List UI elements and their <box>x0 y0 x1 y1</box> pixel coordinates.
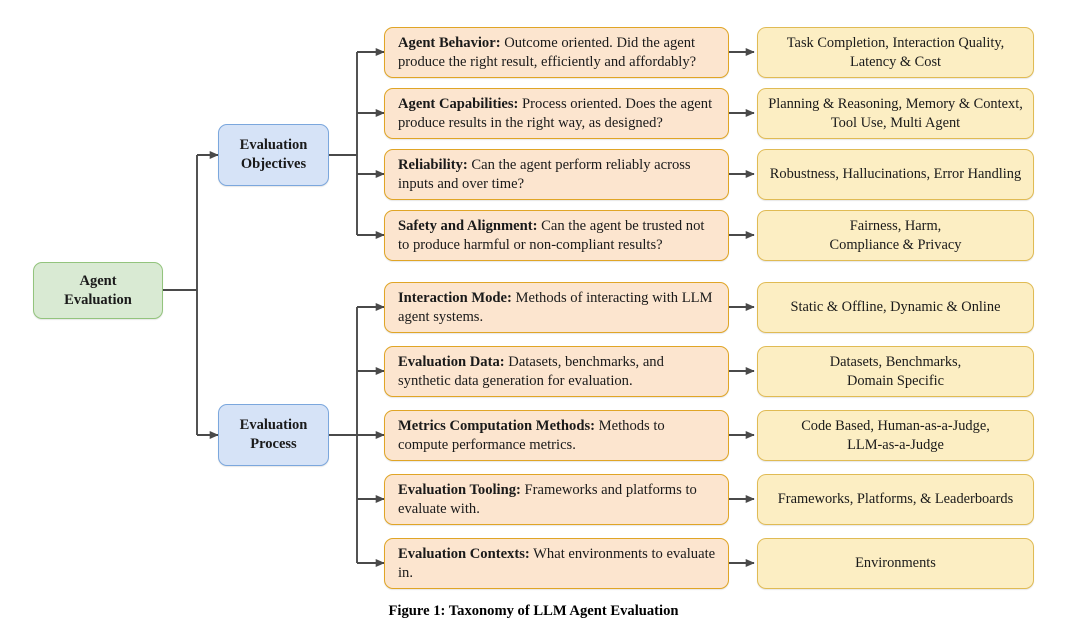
node-label-line2: Evaluation <box>64 291 132 308</box>
node-dimension-agent-capabilities[interactable]: Agent Capabilities: Process oriented. Do… <box>384 88 729 139</box>
dimension-lead: Interaction Mode: <box>398 289 512 306</box>
dimension-body: Methods to compute performance metrics. <box>398 417 665 453</box>
dimension-lead: Evaluation Contexts: <box>398 545 530 562</box>
subtopics-line1: Robustness, Hallucinations, Error Handli… <box>769 166 1022 183</box>
node-dimension-safety-and-alignment[interactable]: Safety and Alignment: Can the agent be t… <box>384 210 729 261</box>
dimension-body: Frameworks and platforms to evaluate wit… <box>398 481 697 517</box>
node-evaluation-objectives[interactable]: Evaluation Objectives <box>218 124 329 186</box>
node-subtopics-agent-capabilities[interactable]: Planning & Reasoning, Memory & Context, … <box>757 88 1034 139</box>
node-dimension-evaluation-tooling[interactable]: Evaluation Tooling: Frameworks and platf… <box>384 474 729 525</box>
subtopics-line2: Tool Use, Multi Agent <box>830 114 961 131</box>
subtopics-line1: Code Based, Human-as-a-Judge, <box>801 418 990 435</box>
node-label-line1: Evaluation <box>239 417 308 434</box>
dimension-text: Interaction Mode: Methods of interacting… <box>398 289 718 326</box>
subtopics-text: Planning & Reasoning, Memory & Context, … <box>767 95 1024 132</box>
dimension-lead: Metrics Computation Methods: <box>398 417 595 434</box>
node-subtopics-interaction-mode[interactable]: Static & Offline, Dynamic & Online <box>757 282 1034 333</box>
dimension-lead: Agent Capabilities: <box>398 95 519 112</box>
node-dimension-metrics-computation-methods[interactable]: Metrics Computation Methods: Methods to … <box>384 410 729 461</box>
subtopics-text: Static & Offline, Dynamic & Online <box>767 298 1024 316</box>
dimension-text: Safety and Alignment: Can the agent be t… <box>398 217 718 254</box>
subtopics-line2: Domain Specific <box>846 372 945 389</box>
node-label: Agent Evaluation <box>64 272 132 309</box>
node-label: Evaluation Objectives <box>240 136 308 173</box>
subtopics-line2: LLM-as-a-Judge <box>847 436 944 453</box>
node-dimension-agent-behavior[interactable]: Agent Behavior: Outcome oriented. Did th… <box>384 27 729 78</box>
dimension-text: Evaluation Tooling: Frameworks and platf… <box>398 481 718 518</box>
subtopics-text: Task Completion, Interaction Quality, La… <box>767 34 1024 71</box>
node-evaluation-process[interactable]: Evaluation Process <box>218 404 329 466</box>
node-label-line2: Process <box>250 436 297 452</box>
dimension-body: What environments to evaluate in. <box>398 545 716 581</box>
figure-caption: Figure 1: Taxonomy of LLM Agent Evaluati… <box>388 603 679 619</box>
subtopics-line1: Environments <box>855 555 936 572</box>
node-label: Evaluation Process <box>240 416 308 453</box>
dimension-text: Evaluation Data: Datasets, benchmarks, a… <box>398 353 718 390</box>
dimension-text: Agent Behavior: Outcome oriented. Did th… <box>398 34 718 71</box>
dimension-body: Process oriented. Does the agent produce… <box>398 95 713 131</box>
subtopics-text: Code Based, Human-as-a-Judge, LLM-as-a-J… <box>767 417 1024 454</box>
dimension-text: Reliability: Can the agent perform relia… <box>398 156 718 193</box>
subtopics-line1: Fairness, Harm, <box>849 218 942 235</box>
node-label-line1: Evaluation <box>239 137 308 154</box>
subtopics-text: Robustness, Hallucinations, Error Handli… <box>767 165 1024 183</box>
node-agent-evaluation[interactable]: Agent Evaluation <box>33 262 163 319</box>
dimension-body: Datasets, benchmarks, and synthetic data… <box>398 353 664 389</box>
node-subtopics-evaluation-tooling[interactable]: Frameworks, Platforms, & Leaderboards <box>757 474 1034 525</box>
node-label-line2: Objectives <box>240 156 307 172</box>
dimension-lead: Reliability: <box>398 156 468 173</box>
node-subtopics-agent-behavior[interactable]: Task Completion, Interaction Quality, La… <box>757 27 1034 78</box>
dimension-lead: Safety and Alignment: <box>398 217 538 234</box>
subtopics-text: Datasets, Benchmarks, Domain Specific <box>767 353 1024 390</box>
node-subtopics-reliability[interactable]: Robustness, Hallucinations, Error Handli… <box>757 149 1034 200</box>
node-label-line1: Agent <box>79 272 117 289</box>
dimension-text: Evaluation Contexts: What environments t… <box>398 545 718 582</box>
dimension-body: Outcome oriented. Did the agent produce … <box>398 34 697 70</box>
node-subtopics-metrics-computation-methods[interactable]: Code Based, Human-as-a-Judge, LLM-as-a-J… <box>757 410 1034 461</box>
dimension-text: Agent Capabilities: Process oriented. Do… <box>398 95 718 132</box>
dimension-body: Can the agent be trusted not to produce … <box>398 217 705 253</box>
node-subtopics-evaluation-data[interactable]: Datasets, Benchmarks, Domain Specific <box>757 346 1034 397</box>
subtopics-line1: Static & Offline, Dynamic & Online <box>790 299 1001 316</box>
dimension-text: Metrics Computation Methods: Methods to … <box>398 417 718 454</box>
node-subtopics-safety-and-alignment[interactable]: Fairness, Harm, Compliance & Privacy <box>757 210 1034 261</box>
subtopics-line1: Planning & Reasoning, Memory & Context, <box>768 96 1023 113</box>
node-dimension-interaction-mode[interactable]: Interaction Mode: Methods of interacting… <box>384 282 729 333</box>
subtopics-line1: Task Completion, Interaction Quality, <box>786 35 1005 52</box>
dimension-body: Methods of interacting with LLM agent sy… <box>398 289 713 325</box>
subtopics-line1: Datasets, Benchmarks, <box>829 354 962 371</box>
subtopics-line2: Latency & Cost <box>849 53 942 70</box>
dimension-body: Can the agent perform reliably across in… <box>398 156 691 192</box>
subtopics-line1: Frameworks, Platforms, & Leaderboards <box>777 491 1014 508</box>
node-subtopics-evaluation-contexts[interactable]: Environments <box>757 538 1034 589</box>
dimension-lead: Evaluation Tooling: <box>398 481 521 498</box>
node-dimension-reliability[interactable]: Reliability: Can the agent perform relia… <box>384 149 729 200</box>
dimension-lead: Agent Behavior: <box>398 34 501 51</box>
subtopics-text: Environments <box>767 554 1024 572</box>
subtopics-line2: Compliance & Privacy <box>829 236 962 253</box>
node-dimension-evaluation-data[interactable]: Evaluation Data: Datasets, benchmarks, a… <box>384 346 729 397</box>
subtopics-text: Frameworks, Platforms, & Leaderboards <box>767 490 1024 508</box>
dimension-lead: Evaluation Data: <box>398 353 505 370</box>
subtopics-text: Fairness, Harm, Compliance & Privacy <box>767 217 1024 254</box>
node-dimension-evaluation-contexts[interactable]: Evaluation Contexts: What environments t… <box>384 538 729 589</box>
